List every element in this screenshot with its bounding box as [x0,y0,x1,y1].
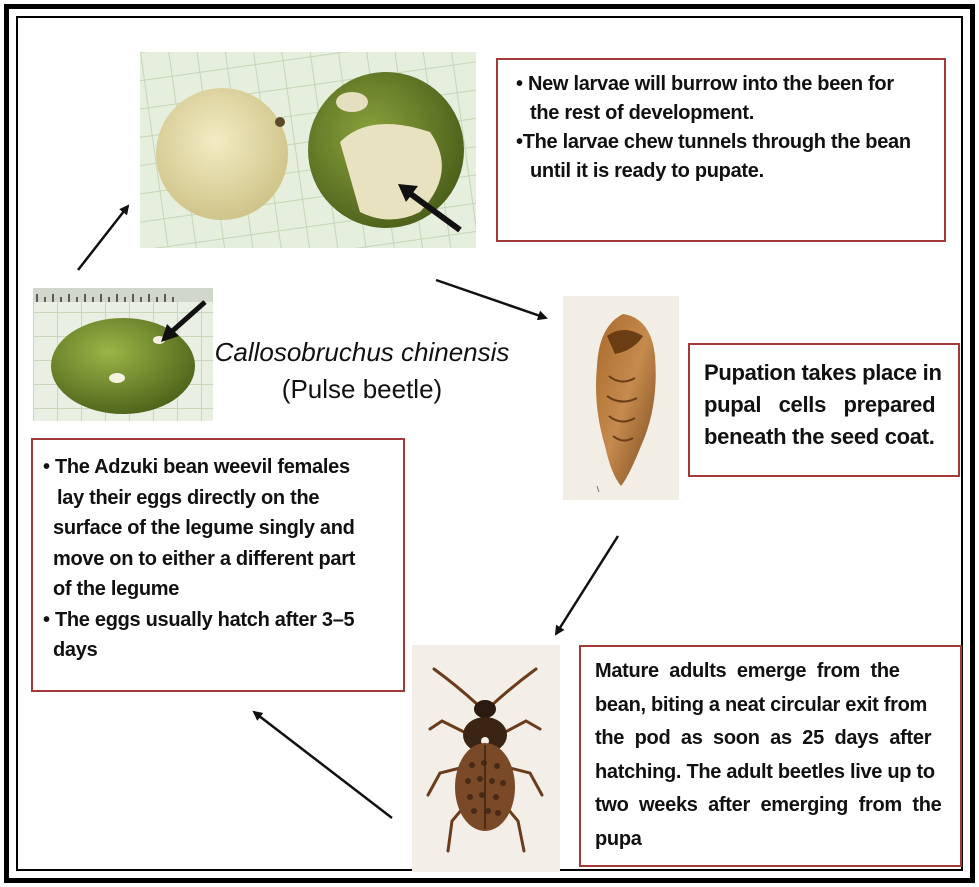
arrow-adult-to-egg [254,712,392,818]
arrow-egg-to-larva [78,206,128,270]
arrow-larva-to-pupa [436,280,546,318]
arrow-pupa-to-adult [556,536,618,634]
